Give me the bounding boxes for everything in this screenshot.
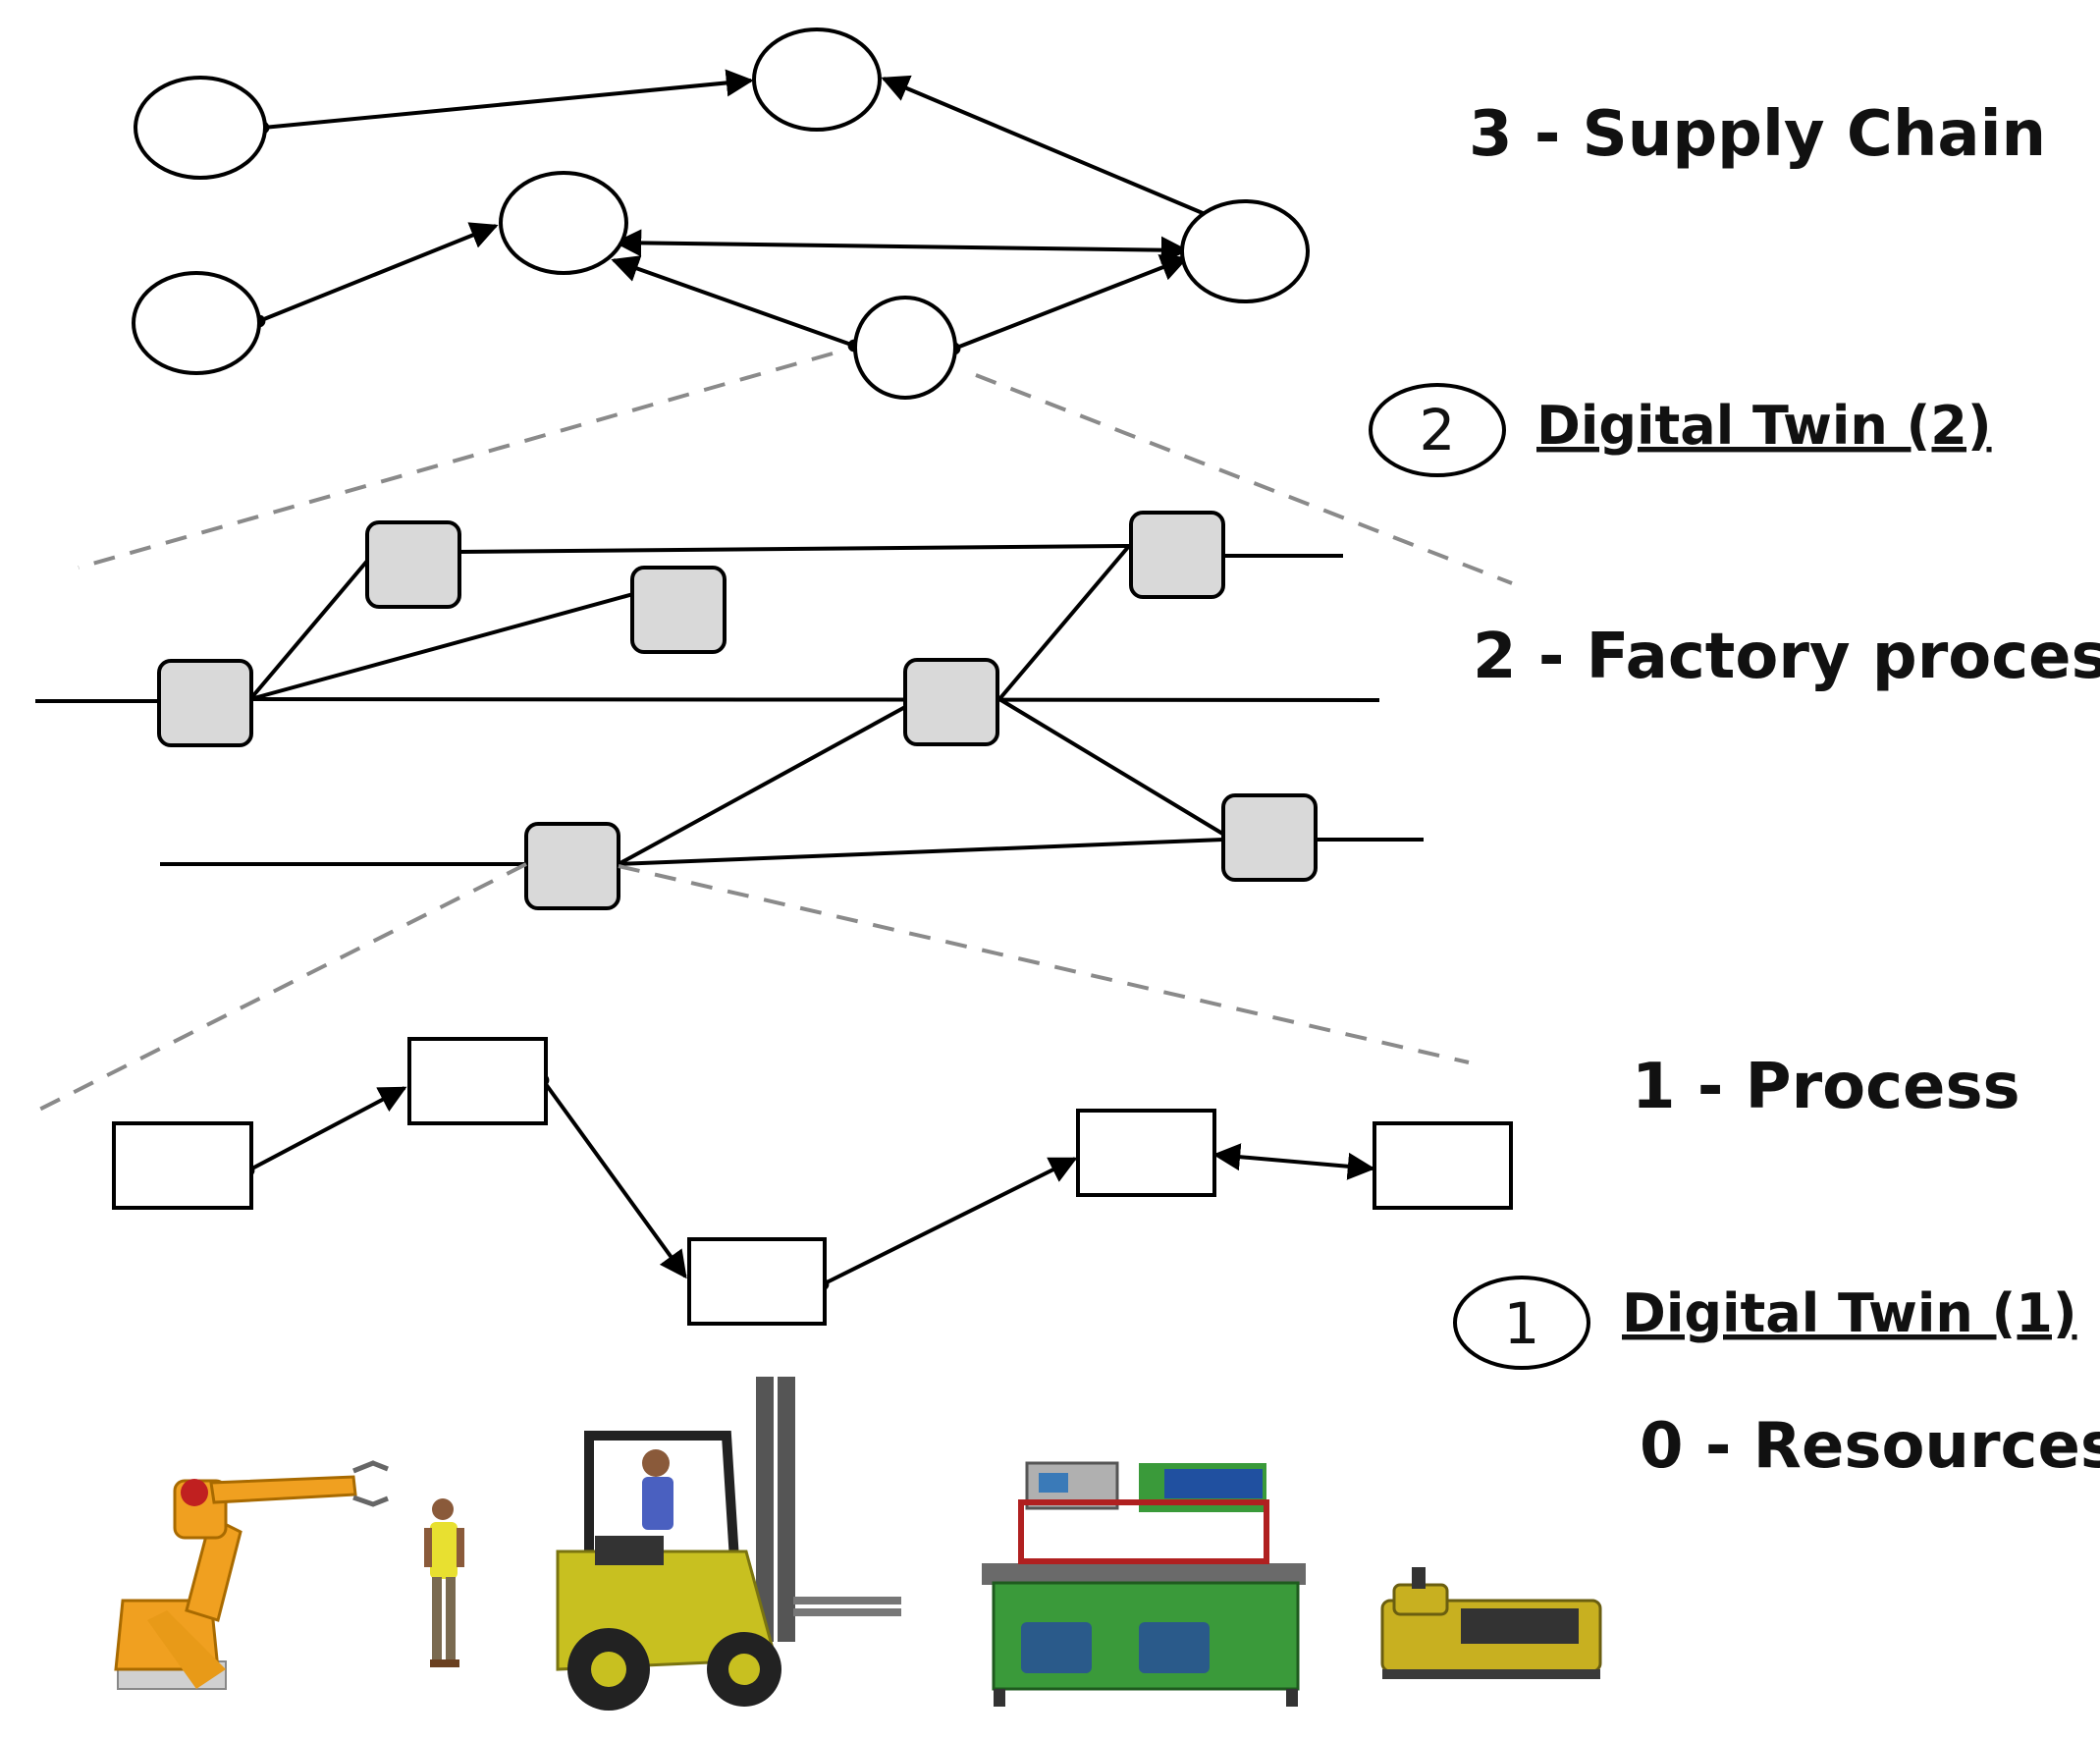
supply-node [499, 171, 628, 275]
process-edge [536, 1073, 687, 1279]
supply-edge [947, 254, 1189, 355]
level-label-resources: 0 - Resources [1640, 1410, 2100, 1483]
supply-edge [614, 229, 1189, 264]
process-edge [1212, 1143, 1375, 1180]
supply-edge [252, 222, 499, 328]
supply-edge [611, 255, 861, 353]
factory-edge [997, 544, 1131, 701]
process-step [407, 1037, 548, 1125]
digital-twin-number: 2 [1420, 397, 1456, 463]
agv-illustration [1380, 1567, 1602, 1679]
zoom-guide-line [34, 862, 527, 1114]
factory-node [1129, 511, 1225, 599]
supply-chain-network [132, 27, 1310, 400]
process-step [1076, 1109, 1216, 1197]
process-edge [816, 1157, 1078, 1291]
process-flow [112, 1037, 1513, 1326]
zoom-guide-line [618, 864, 1470, 1064]
zoom-guide-line [975, 373, 1513, 585]
industrial-robot-illustration [114, 1460, 389, 1690]
factory-node [1221, 793, 1318, 882]
factory-edge [618, 705, 906, 866]
supply-edge [881, 75, 1216, 223]
machine-station-illustration [982, 1461, 1306, 1707]
digital-twin-number: 1 [1504, 1290, 1540, 1357]
digital-twin-2: 2 Digital Twin (2) [1369, 383, 1992, 477]
supply-edge [256, 69, 754, 135]
worker-illustration [424, 1498, 464, 1667]
factory-edge [248, 558, 370, 701]
forklift-illustration [556, 1377, 901, 1711]
level-label-supply-chain: 3 - Supply Chain [1469, 98, 2046, 171]
factory-edge [249, 592, 634, 701]
digital-twin-label: Digital Twin (2) [1536, 395, 1992, 457]
supply-node [752, 27, 882, 132]
level-label-process: 1 - Process [1632, 1051, 2020, 1123]
factory-edge [997, 697, 1226, 837]
factory-edge [457, 544, 1130, 554]
zoom-guide-line [78, 352, 834, 570]
supply-node [132, 271, 261, 375]
supply-node-expanded [853, 296, 957, 400]
process-step [687, 1237, 827, 1326]
supply-node [1180, 199, 1310, 303]
factory-edge [249, 697, 1380, 702]
process-edge [242, 1086, 407, 1177]
digital-twin-badge [1369, 383, 1506, 477]
supply-node [134, 76, 267, 180]
process-step [1373, 1121, 1513, 1210]
digital-twin-badge [1453, 1276, 1590, 1370]
factory-process-network [35, 511, 1424, 910]
level-label-factory-processes: 2 - Factory processes [1473, 621, 2100, 693]
process-step [112, 1121, 253, 1210]
factory-node-expanded [524, 822, 620, 910]
factory-node [903, 658, 999, 746]
digital-twin-1: 1 Digital Twin (1) [1453, 1276, 2077, 1370]
factory-edge [618, 838, 1224, 866]
factory-node [630, 566, 727, 654]
digital-twin-label: Digital Twin (1) [1622, 1282, 2077, 1344]
factory-node [365, 520, 461, 609]
factory-node [157, 659, 253, 747]
